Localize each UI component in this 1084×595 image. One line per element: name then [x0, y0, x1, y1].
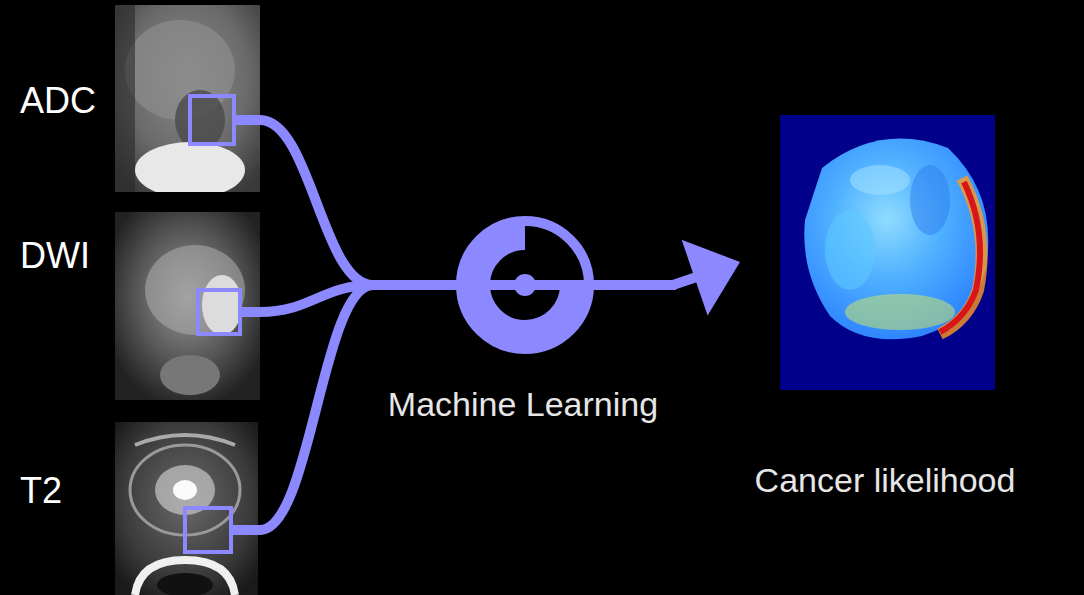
sequence-label: T2	[20, 470, 62, 511]
likelihood-map	[780, 115, 995, 390]
roi-stub	[231, 120, 262, 530]
t2-image	[115, 422, 258, 595]
ml-node: Machine Learning	[373, 210, 673, 432]
caption-label: Cancer likelihood	[755, 461, 1016, 500]
adc-image	[115, 5, 260, 192]
dwi-image	[115, 212, 260, 400]
roi-square	[185, 96, 240, 552]
flow-arrow	[673, 240, 740, 316]
merge-curve	[260, 285, 373, 530]
output-node: Cancer likelihood	[740, 115, 1030, 505]
connector-line	[260, 120, 373, 285]
connector-line	[260, 285, 373, 530]
sequence-label: DWI	[20, 235, 90, 276]
connector-line	[673, 277, 696, 285]
merge-curve	[260, 120, 373, 285]
ml-logo	[473, 221, 589, 337]
image-panel: ADC	[15, 0, 260, 192]
image-panel: T2	[15, 420, 260, 595]
caption-label: Machine Learning	[388, 385, 658, 424]
arrow-head	[682, 240, 740, 316]
sequence-label: ADC	[20, 80, 96, 121]
image-panel: DWI	[15, 212, 260, 400]
